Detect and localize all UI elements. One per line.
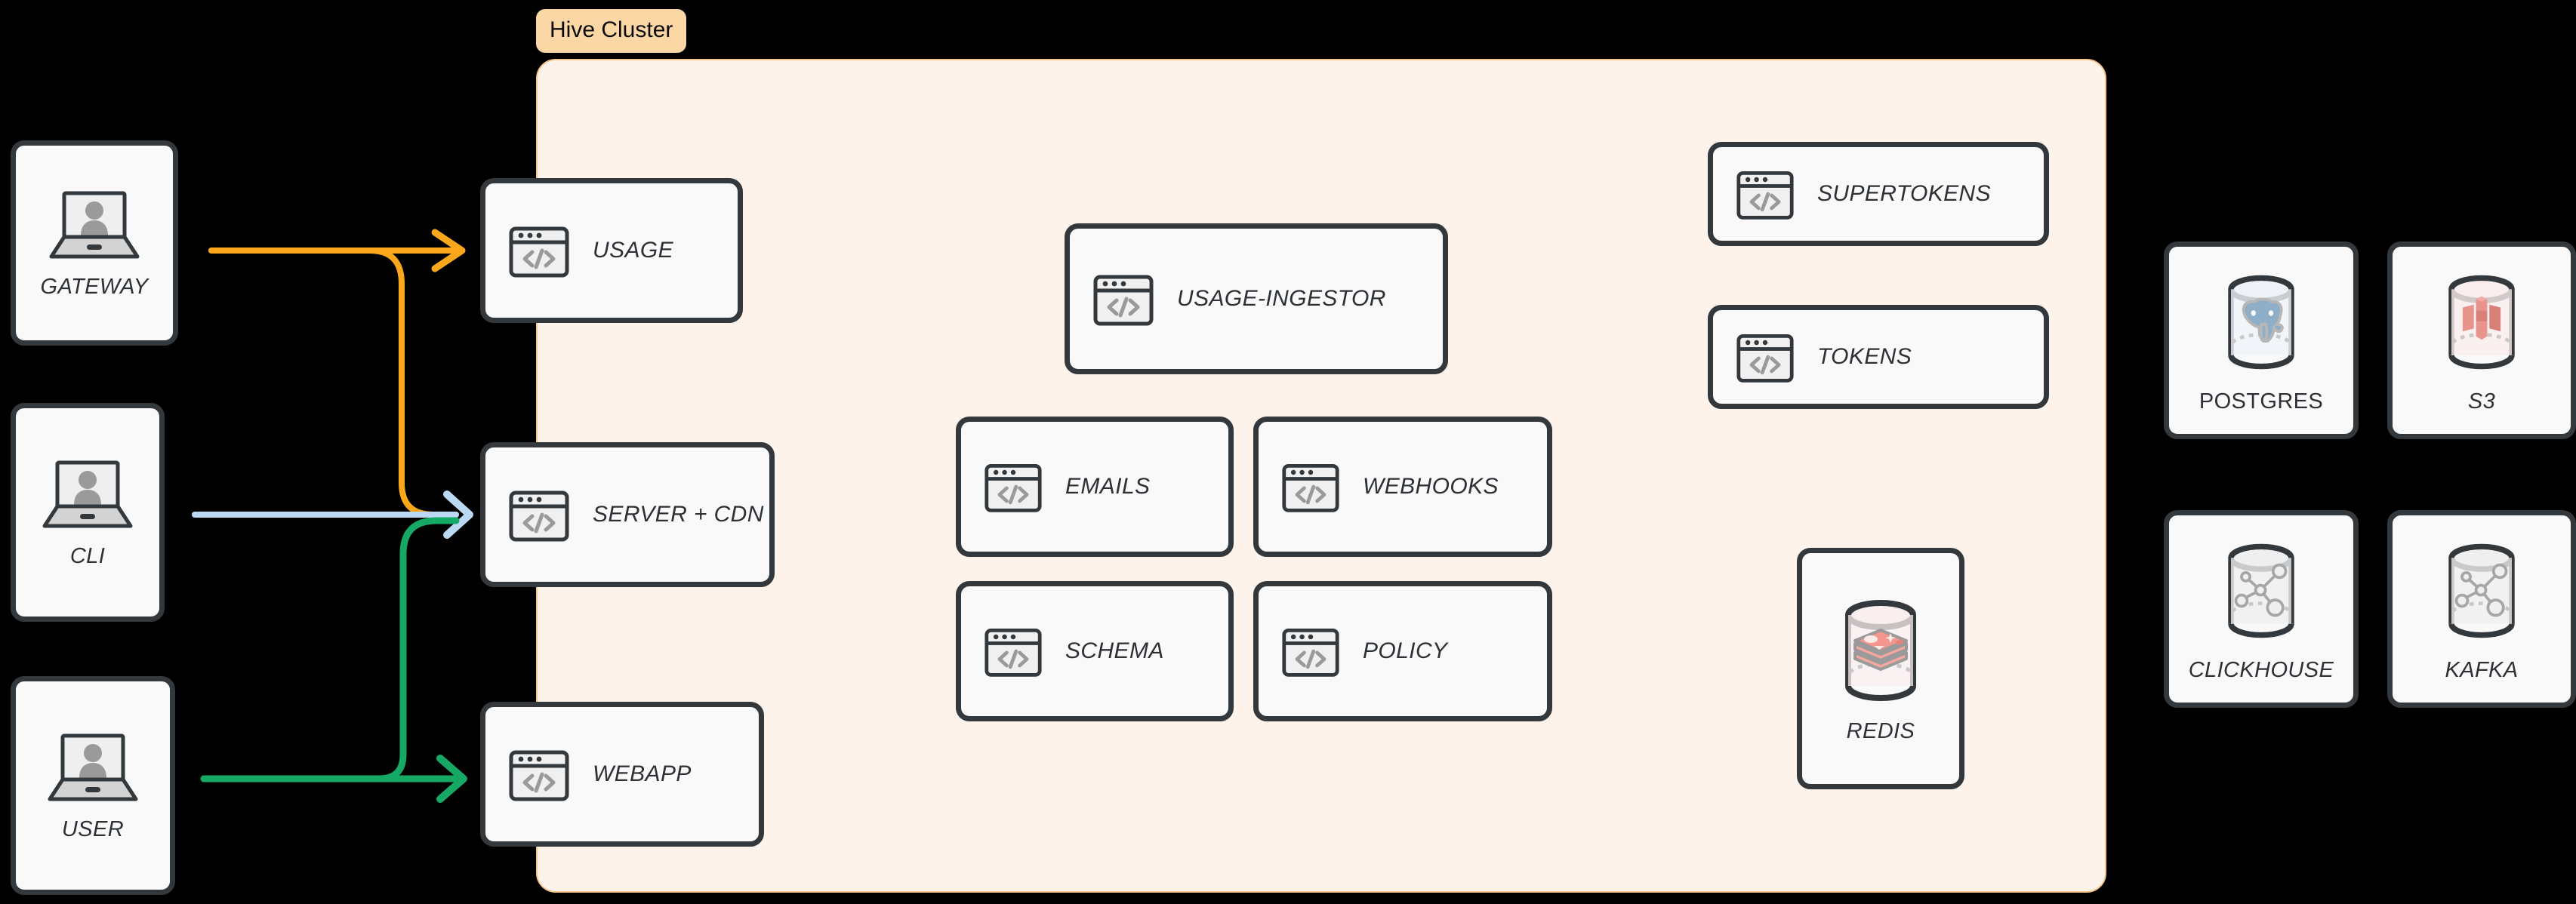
code-window-icon (508, 484, 570, 546)
node-gateway[interactable]: GATEWAY (11, 140, 178, 346)
node-user[interactable]: USER (11, 676, 175, 895)
code-window-icon (508, 743, 570, 805)
node-tokens[interactable]: TOKENS (1708, 305, 2049, 409)
node-server-cdn-label: SERVER + CDN (593, 502, 764, 527)
node-redis[interactable]: REDIS (1797, 548, 1964, 789)
code-window-icon (984, 457, 1043, 516)
node-webhooks[interactable]: WEBHOOKS (1253, 417, 1552, 557)
code-window-icon (1092, 268, 1154, 330)
node-supertokens[interactable]: SUPERTOKENS (1708, 142, 2049, 246)
connector-gateway-to-usage (208, 229, 466, 272)
postgres-database-icon (2211, 267, 2311, 377)
code-window-icon (1736, 327, 1795, 386)
node-cli-label: CLI (69, 543, 106, 568)
node-policy[interactable]: POLICY (1253, 581, 1552, 721)
network-database-icon (2432, 536, 2531, 646)
node-postgres-label: POSTGRES (2199, 389, 2324, 414)
node-emails-label: EMAILS (1065, 474, 1151, 499)
hive-cluster-label: Hive Cluster (536, 9, 687, 53)
node-user-label: USER (61, 816, 125, 841)
connector-gateway-to-server-cdn (208, 248, 459, 518)
node-webapp-label: WEBAPP (593, 761, 692, 786)
node-cli[interactable]: CLI (11, 403, 165, 622)
s3-database-icon (2432, 267, 2531, 377)
code-window-icon (1736, 165, 1795, 223)
code-window-icon (984, 622, 1043, 681)
node-s3-label: S3 (2467, 389, 2496, 414)
node-s3[interactable]: S3 (2387, 241, 2576, 439)
node-gateway-label: GATEWAY (40, 274, 149, 299)
connector-user-to-server-cdn (200, 517, 460, 783)
network-database-icon (2211, 536, 2311, 646)
node-tokens-label: TOKENS (1817, 344, 1912, 369)
node-usage-label: USAGE (593, 238, 674, 263)
node-usage[interactable]: USAGE (480, 178, 743, 323)
node-schema[interactable]: SCHEMA (956, 581, 1234, 721)
node-supertokens-label: SUPERTOKENS (1817, 181, 1992, 206)
redis-database-icon (1827, 594, 1934, 707)
node-kafka[interactable]: KAFKA (2387, 510, 2576, 708)
node-usage-ingestor-label: USAGE-INGESTOR (1177, 286, 1386, 311)
node-clickhouse[interactable]: CLICKHOUSE (2164, 510, 2359, 708)
code-window-icon (1281, 622, 1340, 681)
node-kafka-label: KAFKA (2445, 657, 2519, 682)
connector-user-to-webapp (200, 755, 467, 803)
code-window-icon (508, 220, 570, 281)
node-schema-label: SCHEMA (1065, 638, 1164, 663)
laptop-user-icon (40, 457, 135, 532)
node-postgres[interactable]: POSTGRES (2164, 241, 2359, 439)
node-server-cdn[interactable]: SERVER + CDN (480, 442, 775, 587)
laptop-user-icon (45, 730, 140, 805)
code-window-icon (1281, 457, 1340, 516)
node-usage-ingestor[interactable]: USAGE-INGESTOR (1065, 223, 1448, 374)
laptop-user-icon (47, 187, 142, 263)
node-emails[interactable]: EMAILS (956, 417, 1234, 557)
connector-cli-to-server-cdn (192, 490, 473, 539)
node-webapp[interactable]: WEBAPP (480, 702, 764, 847)
node-policy-label: POLICY (1363, 638, 1448, 663)
node-webhooks-label: WEBHOOKS (1363, 474, 1499, 499)
node-redis-label: REDIS (1846, 718, 1915, 743)
node-clickhouse-label: CLICKHOUSE (2188, 657, 2334, 682)
